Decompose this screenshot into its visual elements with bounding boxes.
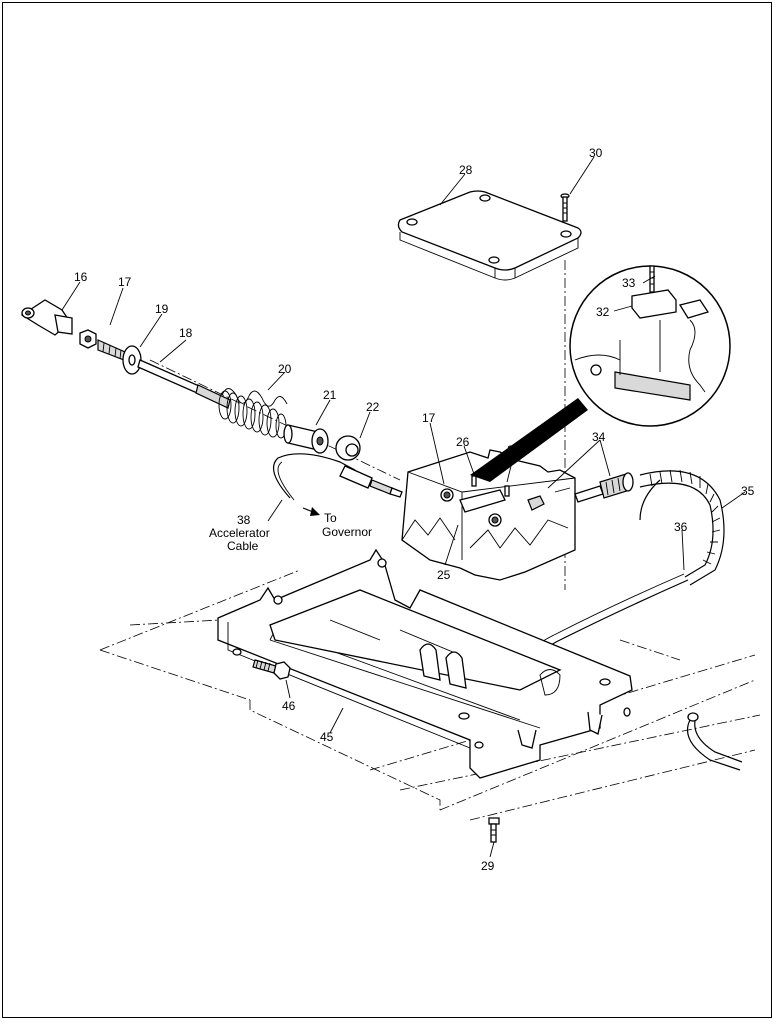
accelerator-cable-label-line1: Accelerator xyxy=(209,526,270,540)
to-governor-label-line2: Governor xyxy=(322,525,372,539)
cover-screw xyxy=(560,193,570,222)
callout-26: 26 xyxy=(456,435,470,449)
callout-46: 46 xyxy=(282,699,296,713)
threaded-stub xyxy=(97,339,126,361)
leader-lines xyxy=(61,156,746,858)
callout-numbers: 16 17 19 18 20 21 22 28 30 33 32 17 26 2… xyxy=(74,146,755,873)
callout-17: 17 xyxy=(118,275,132,289)
callout-22: 22 xyxy=(366,400,380,414)
callout-25: 25 xyxy=(437,568,451,582)
grommet xyxy=(335,435,361,461)
jam-nut xyxy=(79,329,97,349)
callout-20: 20 xyxy=(278,362,292,376)
callout-35: 35 xyxy=(741,484,755,498)
return-spring xyxy=(218,388,288,439)
callout-21: 21 xyxy=(323,388,337,402)
spring-bushing xyxy=(283,424,329,454)
callout-36: 36 xyxy=(674,520,688,534)
controller-box xyxy=(401,449,576,581)
callout-27: 27 xyxy=(507,443,521,457)
accelerator-cable-label-line2: Cable xyxy=(227,539,259,553)
cable-fitting xyxy=(574,472,634,503)
callout-17-box: 17 xyxy=(422,411,436,425)
accelerator-rod xyxy=(137,359,231,409)
callout-34: 34 xyxy=(592,430,606,444)
callout-38: 38 xyxy=(237,513,251,527)
callout-33: 33 xyxy=(622,276,636,290)
to-governor-label-line1: To xyxy=(324,511,337,525)
flat-washer xyxy=(122,345,142,375)
switch-detail-inset xyxy=(470,265,731,482)
cable-yoke xyxy=(20,299,73,336)
plate-screw xyxy=(488,817,500,843)
callout-45: 45 xyxy=(320,730,334,744)
callout-32: 32 xyxy=(596,305,610,319)
cable-conduit xyxy=(639,469,725,586)
to-governor-arrow xyxy=(302,507,320,516)
callout-28: 28 xyxy=(459,163,473,177)
accelerator-cable xyxy=(272,453,403,501)
callout-18: 18 xyxy=(179,326,193,340)
mounting-plate xyxy=(217,548,633,779)
controller-cover xyxy=(397,190,582,281)
callout-30: 30 xyxy=(589,146,603,160)
callout-29: 29 xyxy=(481,859,495,873)
text-labels: Accelerator Cable To Governor xyxy=(209,511,372,553)
mounting-bolt xyxy=(252,659,291,680)
callout-16: 16 xyxy=(74,270,88,284)
callout-19: 19 xyxy=(155,302,169,316)
